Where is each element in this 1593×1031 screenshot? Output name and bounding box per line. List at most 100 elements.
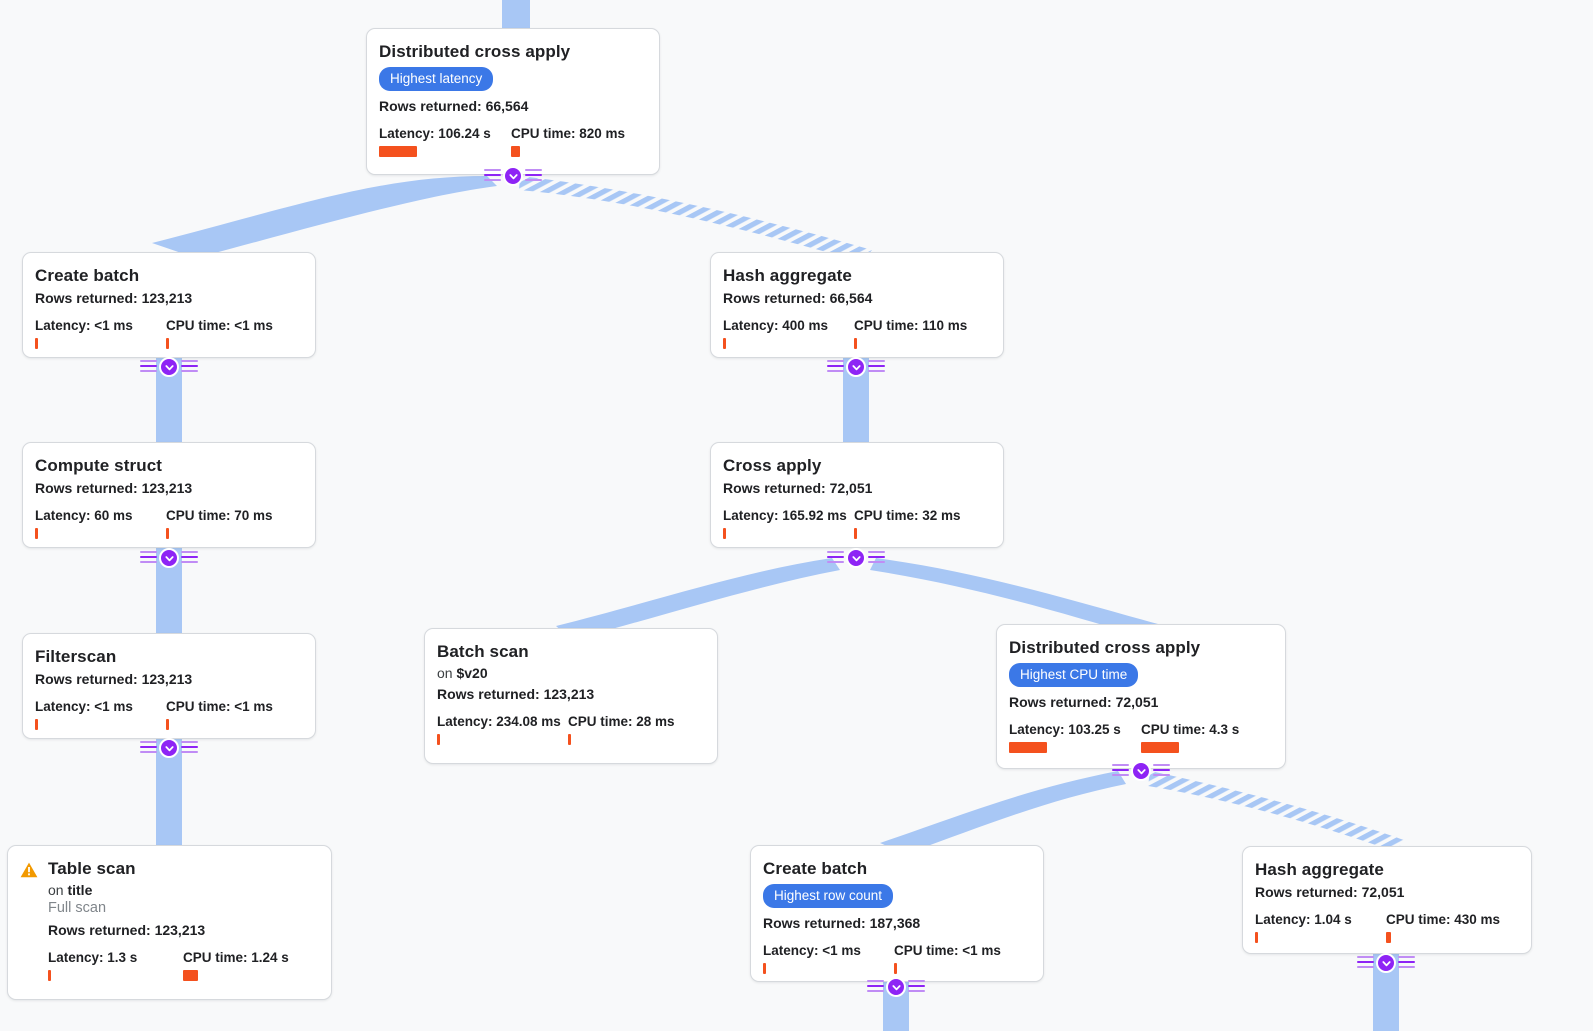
chevron-down-icon[interactable] [886,977,906,997]
plan-node-filterscan[interactable]: Filterscan Rows returned: 123,213 Latenc… [22,633,316,739]
expander-rail-right [908,980,925,993]
expander-create-batch-left[interactable] [140,357,198,377]
cpu-label: CPU time: <1 ms [166,318,273,333]
latency-bar [763,963,766,974]
cpu-bar [166,528,169,539]
cpu-metric: CPU time: 430 ms [1386,912,1500,943]
cpu-label: CPU time: 1.24 s [183,950,289,965]
cpu-bar [854,528,857,539]
latency-label: Latency: <1 ms [35,699,133,714]
node-rows-returned: Rows returned: 123,213 [35,671,193,687]
node-metrics: Latency: 1.04 s CPU time: 430 ms [1255,912,1519,943]
node-target: on title [48,882,93,898]
node-metrics: Latency: 106.24 s CPU time: 820 ms [379,126,647,157]
plan-node-create-batch-left[interactable]: Create batch Rows returned: 123,213 Late… [22,252,316,358]
latency-bar [723,528,726,539]
cpu-bar [166,719,169,730]
node-title: Create batch [35,266,140,285]
status-badge: Highest row count [763,884,894,908]
cpu-bar [183,970,198,981]
expander-create-batch-lower[interactable] [867,977,925,997]
cpu-bar [894,963,897,974]
node-title: Hash aggregate [723,266,852,285]
plan-node-compute-struct[interactable]: Compute struct Rows returned: 123,213 La… [22,442,316,548]
latency-label: Latency: 400 ms [723,318,829,333]
expander-rail-left [1112,764,1129,777]
expander-rail-left [1357,956,1374,969]
expander-rail-left [867,980,884,993]
expander-rail-left [827,360,844,373]
expander-filterscan[interactable] [140,738,198,758]
plan-node-create-batch-lower[interactable]: Create batch Highest row count Rows retu… [750,845,1044,982]
expander-compute-struct[interactable] [140,548,198,568]
node-rows-returned: Rows returned: 66,564 [723,290,873,306]
expander-rail-right [868,360,885,373]
latency-metric: Latency: <1 ms [35,699,166,730]
latency-label: Latency: 106.24 s [379,126,491,141]
latency-metric: Latency: 106.24 s [379,126,511,157]
latency-metric: Latency: 103.25 s [1009,722,1141,753]
latency-metric: Latency: 1.3 s [48,950,183,981]
cpu-metric: CPU time: 4.3 s [1141,722,1239,753]
cpu-metric: CPU time: 32 ms [854,508,961,539]
status-badge: Highest CPU time [1009,663,1139,687]
expander-distributed-cross-apply-lower[interactable] [1112,761,1170,781]
cpu-metric: CPU time: 820 ms [511,126,625,157]
node-rows-returned: Rows returned: 123,213 [48,922,206,938]
node-title: Distributed cross apply [1009,638,1201,657]
latency-metric: Latency: 60 ms [35,508,166,539]
chevron-down-icon[interactable] [846,548,866,568]
expander-rail-right [1153,764,1170,777]
chevron-down-icon[interactable] [1376,953,1396,973]
node-rows-returned: Rows returned: 123,213 [35,290,193,306]
node-rows-returned: Rows returned: 123,213 [35,480,193,496]
node-title: Table scan [48,859,136,878]
cpu-label: CPU time: 4.3 s [1141,722,1240,737]
cpu-bar [511,146,520,157]
cpu-bar [568,734,571,745]
cpu-bar [854,338,857,349]
cpu-bar [1141,742,1179,753]
latency-bar [1255,932,1258,943]
cpu-metric: CPU time: <1 ms [166,699,273,730]
cpu-label: CPU time: 28 ms [568,714,675,729]
node-title: Filterscan [35,647,117,666]
node-metrics: Latency: 400 ms CPU time: 110 ms [723,318,991,349]
expander-cross-apply[interactable] [827,548,885,568]
expander-rail-right [525,169,542,182]
latency-bar [35,338,38,349]
chevron-down-icon[interactable] [846,357,866,377]
plan-node-hash-aggregate-upper[interactable]: Hash aggregate Rows returned: 66,564 Lat… [710,252,1004,358]
latency-bar [35,528,38,539]
plan-node-distributed-cross-apply-root[interactable]: Distributed cross apply Highest latency … [366,28,660,175]
node-rows-returned: Rows returned: 72,051 [1255,884,1405,900]
plan-node-cross-apply[interactable]: Cross apply Rows returned: 72,051 Latenc… [710,442,1004,548]
plan-node-batch-scan[interactable]: Batch scan on $v20 Rows returned: 123,21… [424,628,718,764]
chevron-down-icon[interactable] [159,738,179,758]
expander-root[interactable] [484,166,542,186]
node-title: Hash aggregate [1255,860,1384,879]
cpu-label: CPU time: 110 ms [854,318,968,333]
chevron-down-icon[interactable] [503,166,523,186]
expander-hash-aggregate-lower[interactable] [1357,953,1415,973]
plan-node-table-scan[interactable]: Table scan on title Full scan Rows retur… [7,845,332,1000]
latency-metric: Latency: 1.04 s [1255,912,1386,943]
expander-rail-left [140,360,157,373]
chevron-down-icon[interactable] [159,357,179,377]
node-rows-returned: Rows returned: 66,564 [379,98,529,114]
chevron-down-icon[interactable] [1131,761,1151,781]
node-title: Cross apply [723,456,822,475]
cpu-metric: CPU time: 1.24 s [183,950,289,981]
node-title: Distributed cross apply [379,42,571,61]
plan-node-distributed-cross-apply-lower[interactable]: Distributed cross apply Highest CPU time… [996,624,1286,769]
expander-rail-right [868,551,885,564]
expander-rail-left [140,741,157,754]
node-title: Batch scan [437,642,529,661]
cpu-metric: CPU time: 70 ms [166,508,273,539]
expander-hash-aggregate-upper[interactable] [827,357,885,377]
node-metrics: Latency: <1 ms CPU time: <1 ms [763,943,1031,974]
plan-node-hash-aggregate-lower[interactable]: Hash aggregate Rows returned: 72,051 Lat… [1242,846,1532,954]
chevron-down-icon[interactable] [159,548,179,568]
expander-rail-right [181,741,198,754]
